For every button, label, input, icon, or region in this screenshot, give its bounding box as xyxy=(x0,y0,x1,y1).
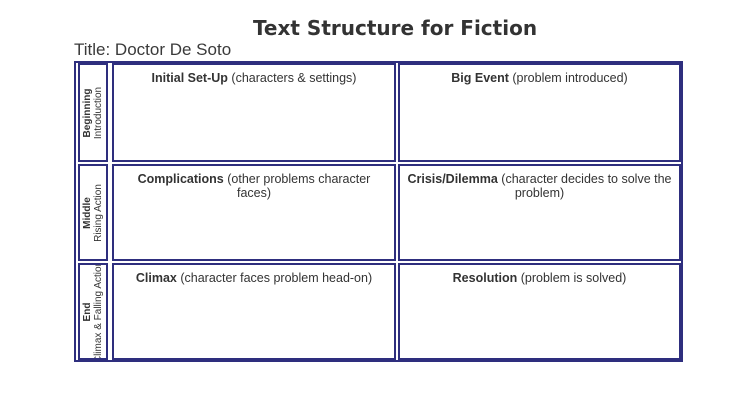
cell-heading: Resolution xyxy=(452,271,518,285)
row-beginning: Beginning Introduction Initial Set-Up (c… xyxy=(76,63,681,162)
cell-climax[interactable]: Climax (character faces problem head-on) xyxy=(112,263,396,360)
row-label-bold: Middle xyxy=(82,196,93,229)
cell-description: (character faces problem head-on) xyxy=(180,271,373,285)
row-label-beginning: Beginning Introduction xyxy=(78,63,108,162)
cell-description: (problem is solved) xyxy=(520,271,627,285)
cell-initial-set-up[interactable]: Initial Set-Up (characters & settings) xyxy=(112,63,396,162)
cell-heading: Complications xyxy=(137,172,224,186)
cell-resolution[interactable]: Resolution (problem is solved) xyxy=(398,263,681,360)
cell-description: (characters & settings) xyxy=(231,71,357,85)
row-label-sub: Introduction xyxy=(93,86,105,139)
cell-heading: Initial Set-Up xyxy=(151,71,228,85)
row-middle: Middle Rising Action Complications (othe… xyxy=(76,164,681,261)
row-label-end: End Climax & Falling Action xyxy=(78,263,108,360)
cell-crisis-dilemma[interactable]: Crisis/Dilemma (character decides to sol… xyxy=(398,164,681,261)
cell-heading: Crisis/Dilemma xyxy=(407,172,498,186)
cell-description: (character decides to solve the problem) xyxy=(501,172,672,200)
cell-big-event[interactable]: Big Event (problem introduced) xyxy=(398,63,681,162)
row-label-middle: Middle Rising Action xyxy=(78,164,108,261)
cell-complications[interactable]: Complications (other problems character … xyxy=(112,164,396,261)
cell-heading: Big Event xyxy=(451,71,509,85)
fiction-structure-grid: Beginning Introduction Initial Set-Up (c… xyxy=(74,61,683,362)
cell-description: (other problems character faces) xyxy=(227,172,371,200)
doc-title: Title: Doctor De Soto xyxy=(74,40,232,59)
row-label-bold: Beginning xyxy=(82,88,94,137)
row-label-sub: Climax & Falling Action xyxy=(93,263,105,360)
row-end: End Climax & Falling Action Climax (char… xyxy=(76,263,681,360)
row-label-bold: End xyxy=(82,302,94,321)
cell-description: (problem introduced) xyxy=(512,71,628,85)
cell-heading: Climax xyxy=(135,271,177,285)
page-title: Text Structure for Fiction xyxy=(252,16,538,40)
row-label-sub: Rising Action xyxy=(93,183,104,242)
